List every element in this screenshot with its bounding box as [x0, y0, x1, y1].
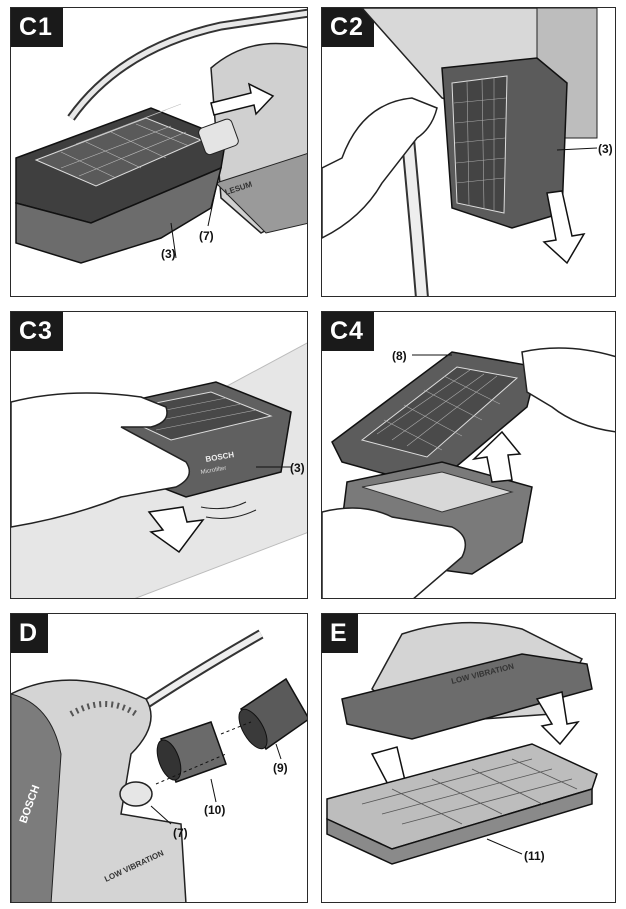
c2-illustration: (3) [322, 8, 613, 296]
callout-d-7: (7) [173, 826, 188, 840]
c4-filter-grid [360, 366, 519, 458]
c4-hand-top [521, 347, 615, 433]
callout-e-11: (11) [524, 849, 545, 863]
panel-tag-c4: C4 [322, 312, 374, 351]
panel-tag-c1: C1 [11, 8, 63, 47]
panel-c2: C2 (3) [321, 7, 616, 297]
callout-c3-3: (3) [290, 461, 305, 475]
c4-illustration: (8) [322, 347, 615, 598]
panel-e: E LOW VIBRATION (11) [321, 613, 616, 903]
callout-c1-3: (3) [161, 247, 176, 261]
c2-hand [322, 97, 438, 239]
c3-box-model: Microfilter [200, 466, 227, 476]
d-nozzle [119, 781, 153, 807]
panel-tag-d: D [11, 614, 49, 653]
d-illustration: BOSCH LOW VIBRATION (9) (10) (7) [11, 629, 307, 902]
c4-hand-bottom [322, 507, 467, 598]
down-arrow-icon [535, 691, 580, 746]
callout-c1-7: (7) [199, 229, 214, 243]
panel-c1: C1 LESUM (7) (3) [10, 7, 308, 297]
down-arrow-icon [542, 190, 586, 265]
callout-c4-8: (8) [392, 349, 407, 363]
callout-d-10: (10) [204, 803, 225, 817]
callout-c2-3: (3) [598, 142, 613, 156]
e-illustration: LOW VIBRATION (11) [326, 621, 598, 865]
panel-tag-c2: C2 [322, 8, 374, 47]
panel-tag-c3: C3 [11, 312, 63, 351]
push-arrow-icon [210, 82, 275, 116]
panel-c4: C4 (8) [321, 311, 616, 599]
c1-nozzle [198, 118, 239, 156]
callout-d-9: (9) [273, 761, 288, 775]
c3-hand [11, 392, 191, 528]
up-arrow-icon [471, 430, 522, 483]
c3-illustration: BOSCH Microfilter (3) [11, 342, 307, 598]
panel-tag-e: E [322, 614, 358, 653]
panel-c3: C3 BOSCH Microfilter (3) [10, 311, 308, 599]
e-sander-plate [341, 653, 593, 740]
panel-d: D BOSCH LOW VIBRATION (9) (10) (7) [10, 613, 308, 903]
c2-filter-grid [451, 75, 508, 214]
down-arrow-icon [147, 506, 205, 554]
c1-illustration: LESUM (7) (3) [15, 8, 307, 264]
